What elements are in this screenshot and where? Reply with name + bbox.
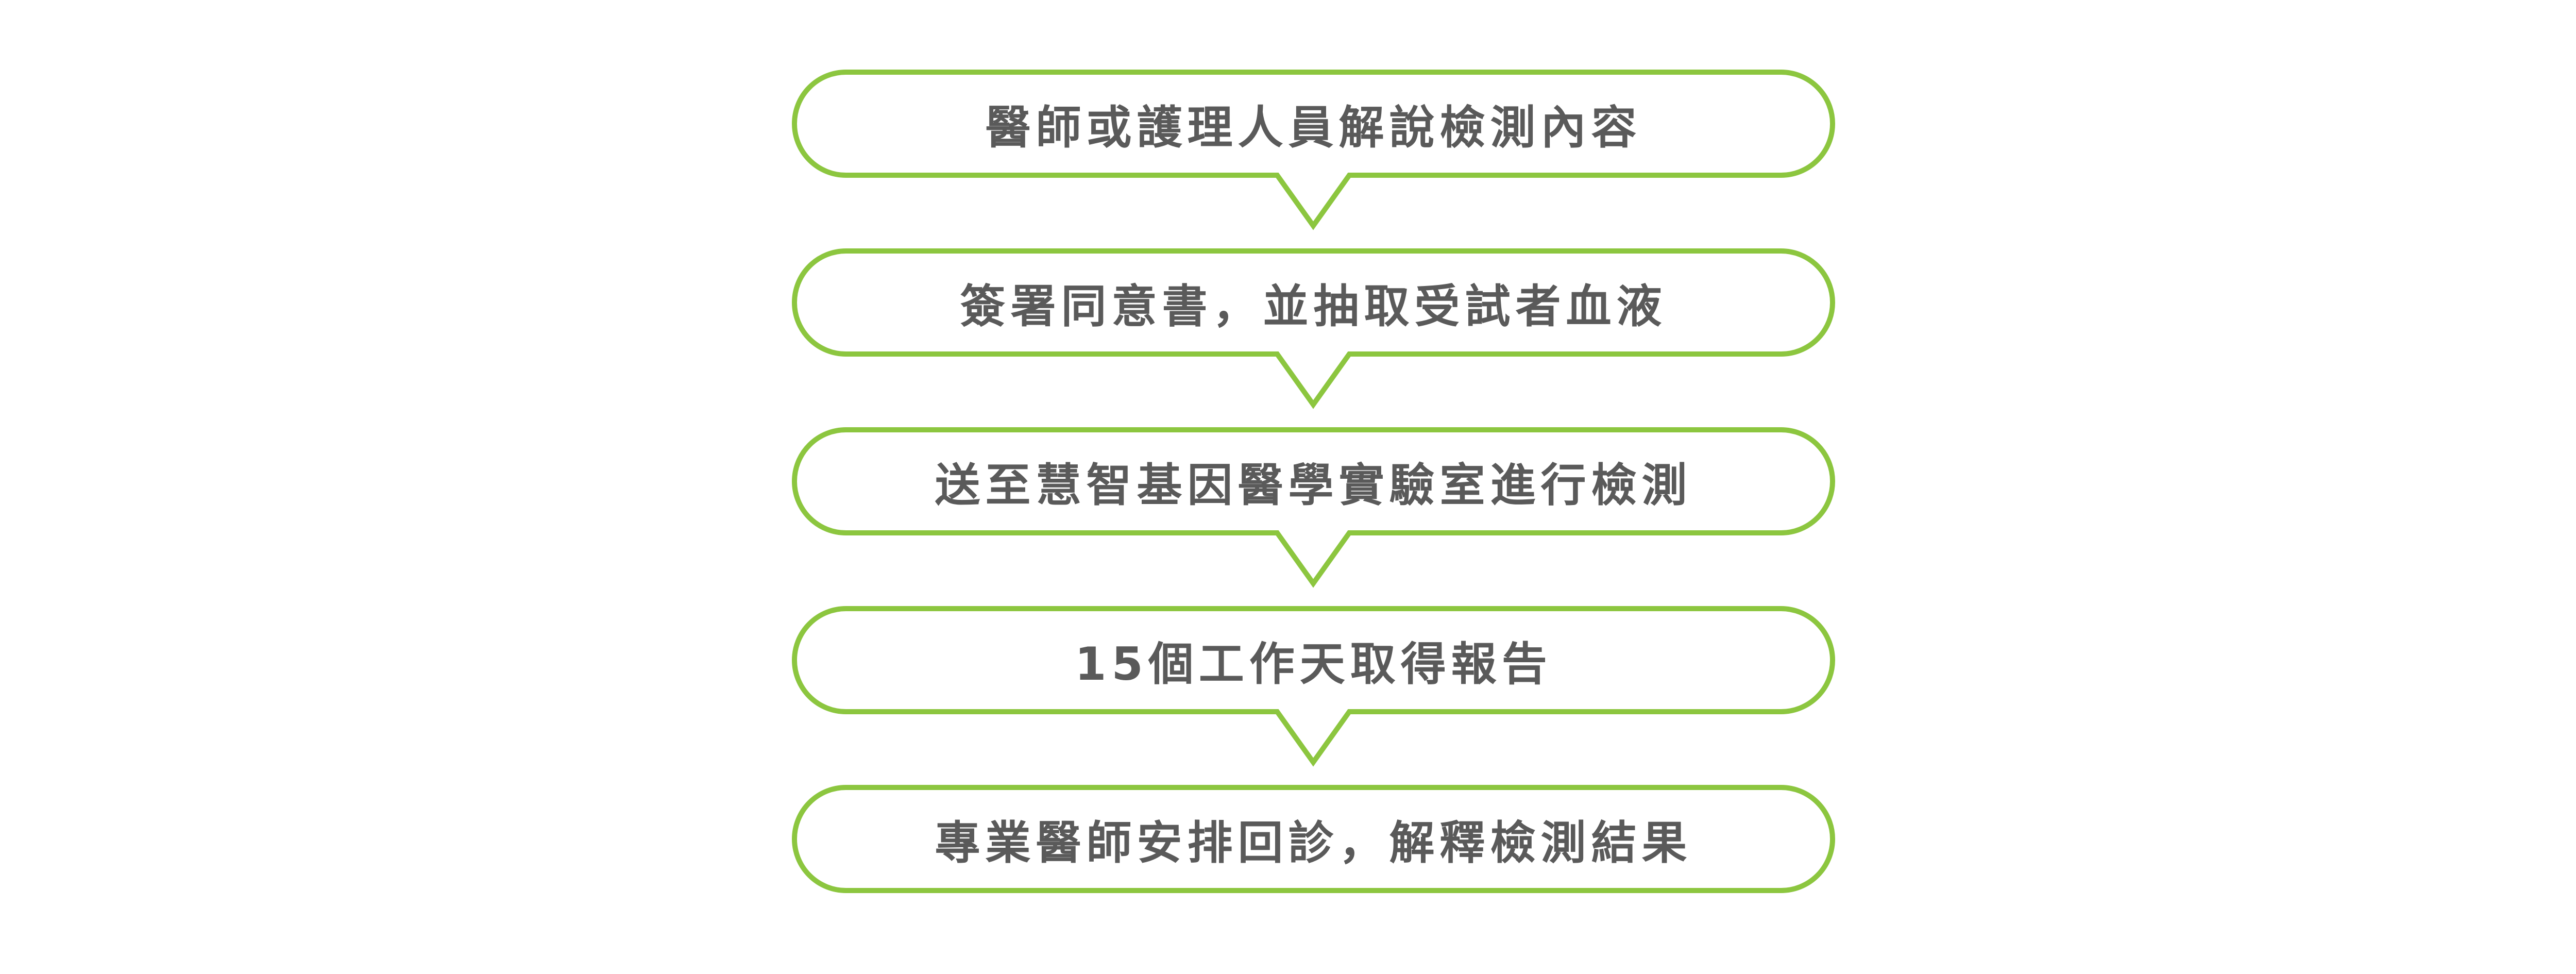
step-1-callout: 醫師或護理人員解說檢測內容 <box>792 70 1835 230</box>
step-3-callout: 送至慧智基因醫學實驗室進行檢測 <box>792 427 1835 588</box>
step-4-callout: 15個工作天取得報告 <box>792 606 1835 767</box>
step-2-callout: 簽署同意書，並抽取受試者血液 <box>792 248 1835 409</box>
callout-shape-1 <box>792 70 1835 230</box>
step-3-label: 送至慧智基因醫學實驗室進行檢測 <box>935 458 1692 512</box>
box-shape-5 <box>792 785 1835 893</box>
callout-shape-2 <box>792 248 1835 409</box>
step-5-label: 專業醫師安排回診，解釋檢測結果 <box>935 816 1692 869</box>
callout-shape-4 <box>792 606 1835 767</box>
step-4-label: 15個工作天取得報告 <box>1075 637 1552 691</box>
step-5-box: 專業醫師安排回診，解釋檢測結果 <box>792 785 1835 893</box>
step-2-label: 簽署同意書，並抽取受試者血液 <box>960 279 1667 333</box>
callout-shape-3 <box>792 427 1835 588</box>
step-1-label: 醫師或護理人員解說檢測內容 <box>985 100 1642 154</box>
